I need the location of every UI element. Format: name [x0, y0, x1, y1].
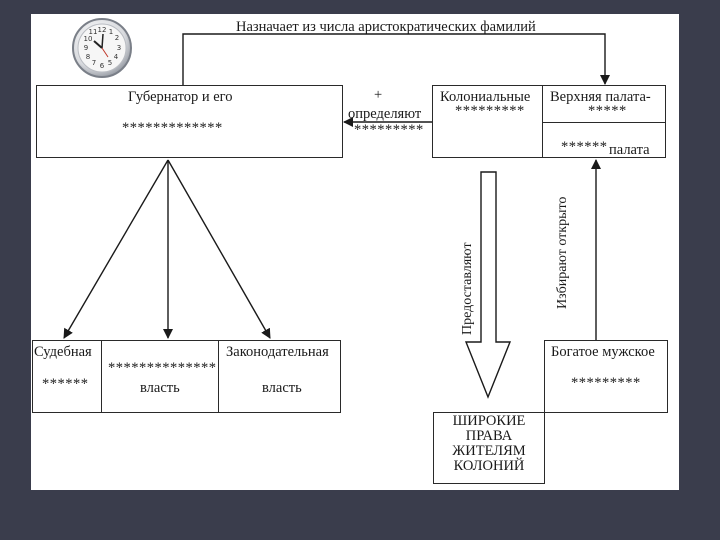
executive-stars: **************: [108, 360, 217, 376]
legislative-word: власть: [262, 380, 302, 396]
colonial-title: Колониальные: [440, 89, 531, 105]
rights-line: ПРАВА: [465, 428, 513, 444]
governor-box: [36, 85, 343, 158]
rights-line: ЖИТЕЛЯМ: [452, 443, 526, 459]
rights-line: КОЛОНИЙ: [453, 458, 525, 474]
provide-arrow: [464, 171, 512, 399]
svg-text:6: 6: [100, 62, 105, 70]
svg-text:12: 12: [98, 26, 107, 34]
svg-text:1: 1: [109, 28, 113, 36]
rich-men-box: [544, 340, 668, 413]
governor-stars: *************: [122, 120, 223, 136]
rights-text: ШИРОКИЕ ПРАВА ЖИТЕЛЯМ КОЛОНИЙ: [434, 414, 544, 484]
svg-text:2: 2: [115, 34, 119, 42]
appoint-connector: [182, 33, 610, 85]
rich-men-title: Богатое мужское: [551, 344, 655, 360]
svg-text:3: 3: [117, 44, 121, 52]
lower-house-title: палата: [609, 142, 650, 158]
plus-sign: +: [374, 87, 383, 103]
svg-text:5: 5: [108, 59, 112, 67]
rich-men-stars: *********: [571, 375, 641, 391]
svg-text:8: 8: [86, 53, 90, 61]
colonial-stars: *********: [455, 103, 525, 119]
svg-text:11: 11: [89, 28, 98, 36]
elect-label: Избирают открыто: [555, 196, 570, 309]
executive-cell: [101, 340, 219, 413]
rights-box: [433, 412, 545, 484]
svg-text:10: 10: [84, 35, 93, 43]
appoint-label: Назначает из числа аристократических фам…: [236, 19, 536, 35]
legislative-title: Законодательная: [226, 344, 329, 360]
lower-house-cell: [542, 122, 666, 158]
provide-label: Предоставляют: [460, 242, 475, 335]
judicial-title: Судебная: [34, 344, 92, 360]
svg-text:7: 7: [92, 59, 96, 67]
define-label: определяют: [348, 106, 422, 122]
define-stars: *********: [354, 122, 424, 138]
branch-arrow-judicial: [63, 159, 169, 339]
svg-text:4: 4: [114, 53, 119, 61]
branch-arrow-legislative: [167, 159, 271, 339]
executive-word: власть: [140, 380, 180, 396]
governor-title: Губернатор и его: [128, 89, 233, 105]
lower-house-stars: ******: [561, 139, 608, 155]
svg-text:9: 9: [84, 44, 88, 52]
rights-line: ШИРОКИЕ: [452, 413, 526, 429]
upper-house-cell: [542, 85, 666, 123]
upper-house-title: Верхняя палата-: [550, 89, 651, 105]
upper-house-stars: *****: [588, 103, 627, 119]
judicial-stars: ******: [42, 376, 89, 392]
